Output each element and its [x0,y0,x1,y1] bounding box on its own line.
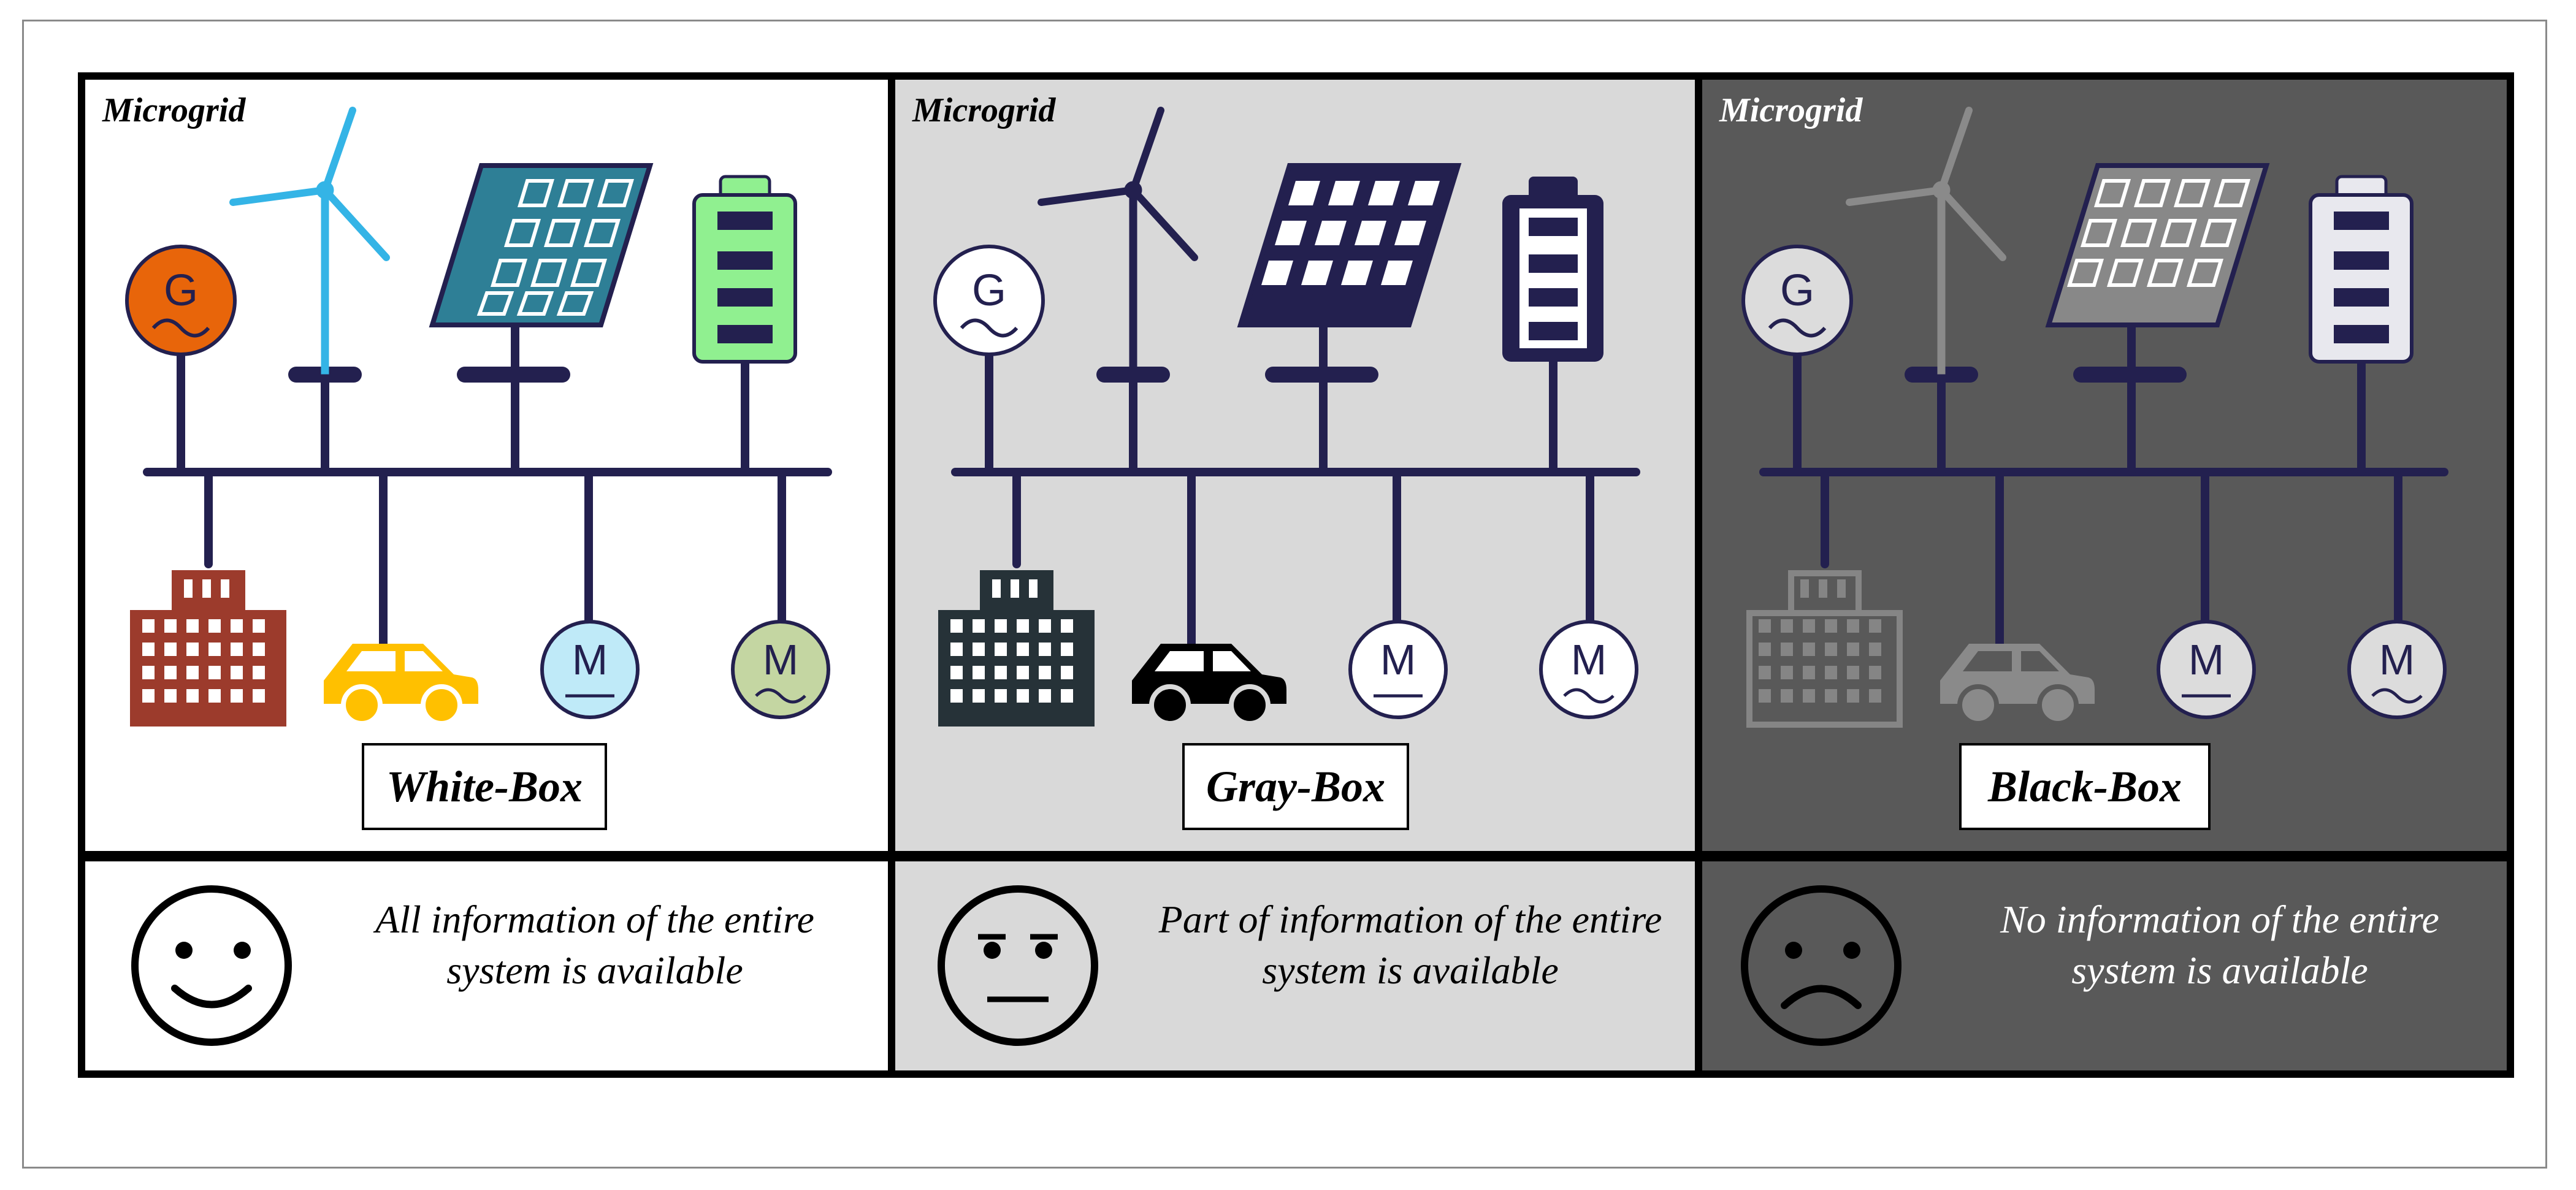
ac-motor-icon: M [2347,620,2447,719]
svg-text:M: M [1571,636,1607,684]
wind-turbine-icon [1041,110,1194,374]
wind-turbine-icon [233,110,386,374]
panel-title: Microgrid [1719,91,1863,129]
building-icon [938,570,1095,727]
description-line: No information of the entire [2000,898,2439,941]
svg-text:M: M [572,636,608,684]
description-line: system is available [2071,948,2368,993]
description-line: All information of the entire [375,898,814,941]
description-line: system is available [446,948,743,993]
turbine-transformer-icon [1096,367,1170,383]
building-icon [130,570,286,727]
battery-icon [2309,175,2414,364]
turbine-transformer-icon [288,367,362,383]
svg-text:M: M [2188,636,2224,684]
electric-vehicle-icon [1132,644,1286,726]
white-box-label: White-Box [362,743,607,830]
ac-motor-icon: M [731,620,830,719]
ac-motor-icon: M [1539,620,1638,719]
generator-icon: G [933,245,1045,356]
sad-face-icon [1741,885,1901,1046]
wind-turbine-icon [1849,110,2003,374]
battery-icon [692,175,797,364]
svg-text:G: G [1780,266,1814,315]
svg-text:M: M [763,636,798,684]
svg-text:M: M [2379,636,2415,684]
solar-panel-icon [2045,163,2270,327]
motor-icon: M [2157,620,2256,719]
white-box-microgrid: G [125,110,832,727]
pv-transformer-icon [1265,367,1378,383]
solar-panel-icon [416,163,654,327]
svg-text:G: G [164,266,198,315]
building-icon [1746,570,1903,728]
svg-text:M: M [1380,636,1416,684]
gray-box-description: Part of information of the entire system… [1134,894,1686,996]
black-box-microgrid: G [1741,110,2448,728]
pv-transformer-icon [2073,367,2187,383]
svg-text:G: G [972,266,1006,315]
panel-title: Microgrid [102,91,246,129]
black-box-label: Black-Box [1959,743,2211,830]
description-line: Part of information of the entire [1158,898,1662,941]
electric-vehicle-icon [324,644,478,726]
white-box-description: All information of the entire system is … [319,894,871,996]
pv-transformer-icon [457,367,570,383]
outer-frame [22,20,2547,1169]
solar-panel-icon [1237,163,1462,327]
motor-icon: M [1348,620,1448,719]
neutral-face-icon [938,885,1098,1046]
electric-vehicle-icon [1940,644,2095,726]
gray-box-label: Gray-Box [1182,743,1409,830]
happy-face-icon [131,885,292,1046]
black-box-description: No information of the entire system is a… [1944,894,2496,996]
generator-icon: G [125,245,237,356]
panel-title: Microgrid [912,91,1056,129]
description-line: system is available [1262,948,1559,993]
motor-icon: M [540,620,640,719]
generator-icon: G [1741,245,1853,356]
turbine-transformer-icon [1905,367,1978,383]
battery-icon [1502,177,1603,362]
gray-box-microgrid: G [933,110,1640,727]
